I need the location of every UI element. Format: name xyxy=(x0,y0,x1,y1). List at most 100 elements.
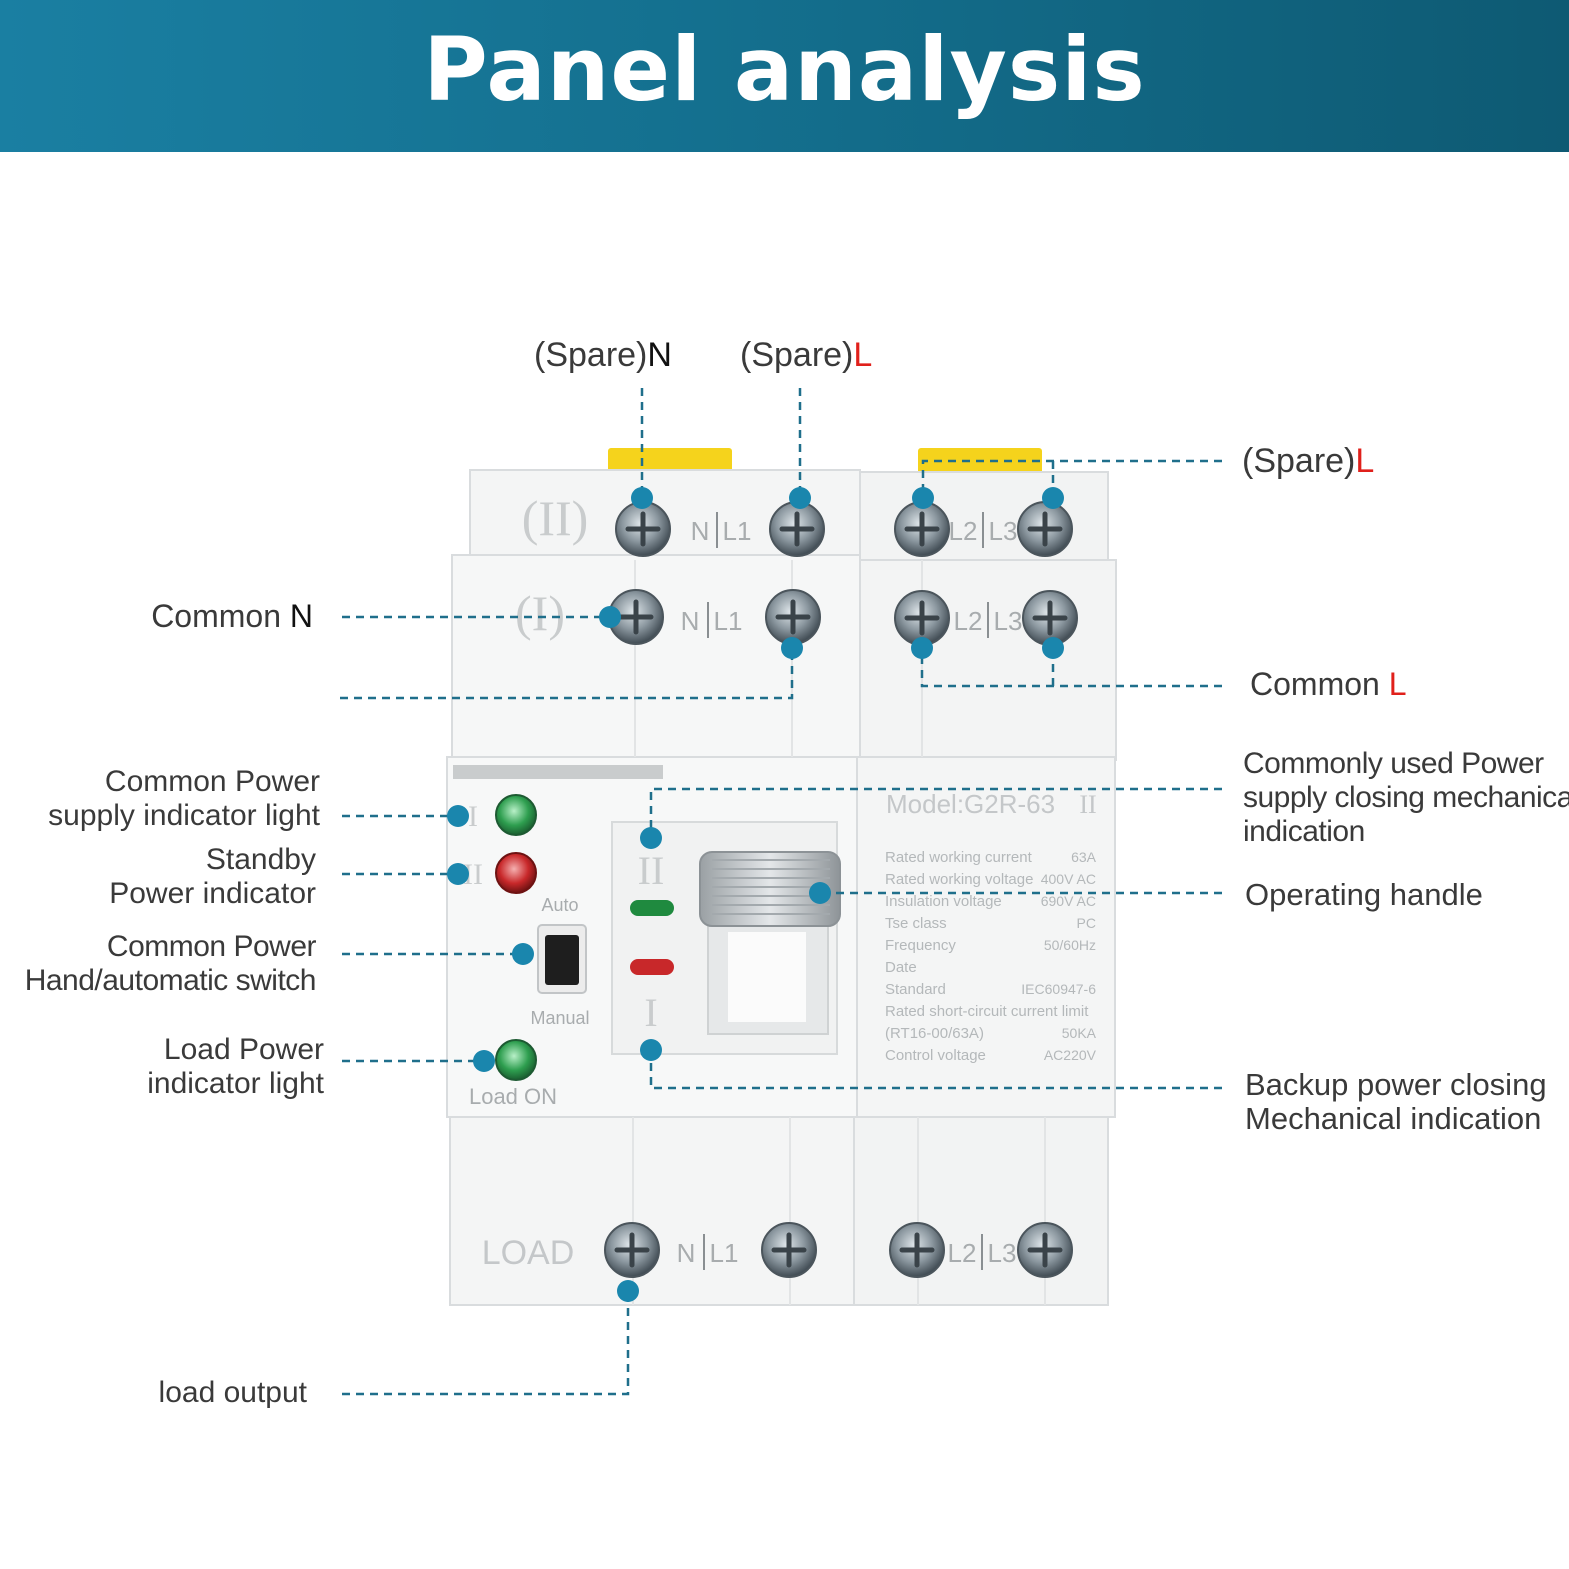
label-common-l-suffix: L xyxy=(1388,666,1407,702)
callout-dots xyxy=(447,487,1064,1302)
label-spare-n-prefix: (Spare) xyxy=(534,336,648,374)
spec-name: Rated working current xyxy=(885,849,1033,866)
label-hand-auto-line-1: Common Power xyxy=(106,930,317,963)
label-hand-auto-line-2: Hand/automatic switch xyxy=(24,964,317,997)
leader-common-n-2 xyxy=(340,648,794,700)
label-backup-line-2: Mechanical indication xyxy=(1245,1101,1542,1136)
callout-dot xyxy=(781,637,803,659)
label-hand-auto-switch: Common Power Hand/automatic switch xyxy=(24,930,317,998)
label-common-supply-light: Common Power supply indicator light xyxy=(48,765,320,833)
row-i-l3-label: L3 xyxy=(994,606,1023,636)
callout-dot xyxy=(640,827,662,849)
row-ii-l3-label: L3 xyxy=(989,516,1018,546)
row-ii-n-label: N xyxy=(691,516,710,546)
label-spare-l-top-prefix: (Spare) xyxy=(740,336,854,374)
callout-dot xyxy=(617,1280,639,1302)
callout-dot xyxy=(447,805,469,827)
terminal-screw-icon xyxy=(1017,501,1073,557)
terminal-screw-icon xyxy=(1017,1222,1073,1278)
callout-dot xyxy=(599,606,621,628)
load-on-led xyxy=(495,1039,537,1081)
spec-name: Tse class xyxy=(885,915,947,932)
callout-dot xyxy=(1042,487,1064,509)
label-closing-indication: Commonly used Power supply closing mecha… xyxy=(1243,747,1569,849)
label-standby-line-1: Standby xyxy=(205,843,316,876)
spec-value: 63A xyxy=(1071,849,1097,865)
label-common-supply-line-1: Common Power xyxy=(104,765,320,798)
label-load-light-line-1: Load Power xyxy=(163,1033,324,1066)
label-spare-l-top-suffix: L xyxy=(853,336,873,374)
callout-dot xyxy=(912,487,934,509)
row-i-mark: (I) xyxy=(515,585,565,641)
load-on-label: Load ON xyxy=(469,1084,557,1109)
callout-dot xyxy=(789,487,811,509)
callout-dot xyxy=(512,943,534,965)
load-n-label: N xyxy=(677,1238,696,1268)
spec-plate: Rated working current 63A Rated working vo… xyxy=(885,849,1097,1064)
callout-dot xyxy=(911,637,933,659)
label-spare-n-suffix: N xyxy=(647,336,672,374)
callout-dot xyxy=(631,487,653,509)
load-mark: LOAD xyxy=(482,1234,575,1272)
label-closing-line-1: Commonly used Power xyxy=(1243,747,1544,780)
leader-load-output xyxy=(342,1291,630,1396)
yellow-tab-left xyxy=(608,448,732,474)
auto-label: Auto xyxy=(541,895,578,915)
spec-value: 50/60Hz xyxy=(1044,937,1096,953)
label-spare-n: (Spare)N xyxy=(534,338,672,372)
spec-name: Insulation voltage xyxy=(885,893,1002,910)
label-standby: Standby Power indicator xyxy=(109,843,316,911)
led-i-mark: I xyxy=(468,800,478,833)
red-indicator-bar xyxy=(630,959,674,975)
standby-led xyxy=(495,852,537,894)
load-l1-label: L1 xyxy=(710,1238,739,1268)
common-supply-led xyxy=(495,794,537,836)
label-common-n: Common N xyxy=(151,599,313,633)
operating-handle-ribs xyxy=(712,859,830,915)
load-l3-label: L3 xyxy=(988,1238,1017,1268)
manual-label: Manual xyxy=(530,1008,589,1028)
terminal-screws xyxy=(604,501,1078,1278)
spec-name: Rated working voltage xyxy=(885,871,1033,888)
label-common-supply-line-2: supply indicator light xyxy=(48,799,320,832)
indicator-i-mark: I xyxy=(644,990,657,1035)
label-standby-line-2: Power indicator xyxy=(109,877,316,910)
label-common-n-suffix: N xyxy=(289,598,313,634)
spec-name: Control voltage xyxy=(885,1047,986,1064)
spec-name: (RT16-00/63A) xyxy=(885,1025,984,1042)
terminal-screw-icon xyxy=(889,1222,945,1278)
label-closing-line-2: supply closing mechanica xyxy=(1243,781,1569,814)
terminal-screw-icon xyxy=(761,1222,817,1278)
row-i-l2-label: L2 xyxy=(954,606,983,636)
label-spare-l-right-suffix: L xyxy=(1355,442,1375,480)
terminal-screw-icon xyxy=(1022,590,1078,646)
callout-dot xyxy=(447,863,469,885)
label-backup-indication: Backup power closing Mechanical indicati… xyxy=(1245,1068,1547,1136)
leader-closing xyxy=(649,787,1222,838)
callout-dot xyxy=(1042,637,1064,659)
terminal-screw-icon xyxy=(894,590,950,646)
spec-value: 690V AC xyxy=(1041,893,1096,909)
label-spare-l-top: (Spare)L xyxy=(740,338,872,372)
model-suffix: II xyxy=(1079,790,1096,819)
label-common-n-prefix: Common xyxy=(151,598,290,634)
row-ii-mark: (II) xyxy=(522,490,589,546)
label-closing-line-3: indication xyxy=(1243,815,1365,848)
label-operating-handle: Operating handle xyxy=(1245,877,1483,912)
label-common-l-prefix: Common xyxy=(1250,666,1389,702)
spec-value: 50KA xyxy=(1062,1025,1097,1041)
label-spare-l-right: (Spare)L xyxy=(1242,444,1374,478)
spec-name: Rated short-circuit current limit xyxy=(885,1003,1089,1020)
label-common-l: Common L xyxy=(1250,667,1407,701)
spec-value: AC220V xyxy=(1044,1047,1097,1063)
handle-slot-inner xyxy=(728,932,806,1022)
green-indicator-bar xyxy=(630,900,674,916)
model-text: Model:G2R-63 xyxy=(886,789,1055,819)
spec-value: IEC60947-6 xyxy=(1021,981,1096,997)
callout-dot xyxy=(473,1050,495,1072)
leader-spare-l-right xyxy=(921,459,1222,498)
terminal-screw-icon xyxy=(769,501,825,557)
page-title: Panel analysis xyxy=(423,17,1146,121)
led-ii-mark: II xyxy=(463,858,483,891)
label-load-output: load output xyxy=(158,1376,307,1409)
